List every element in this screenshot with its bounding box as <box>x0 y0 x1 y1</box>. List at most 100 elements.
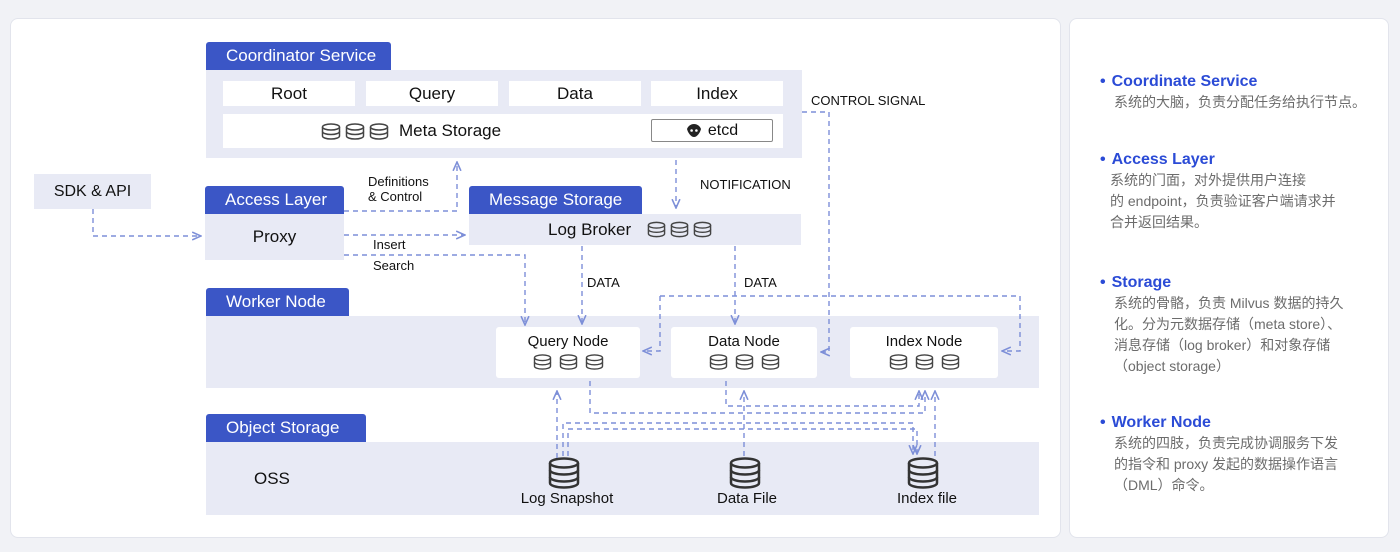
etcd-box: etcd <box>651 119 773 142</box>
database-icon <box>761 354 779 370</box>
legend-desc-line: 系统的大脑，负责分配任务给执行节点。 <box>1114 94 1366 110</box>
index-to-query-node-arrow <box>643 296 661 351</box>
message-storage-tab: Message Storage <box>469 186 642 214</box>
legend-desc-line: 系统的门面，对外提供用户连接 <box>1110 172 1306 188</box>
control-signal-label: CONTROL SIGNAL <box>811 93 926 108</box>
log-broker-box: Log Broker <box>469 214 801 245</box>
database-icon <box>693 221 712 238</box>
definitions-text: Definitions <box>368 174 429 189</box>
database-icon <box>889 354 907 370</box>
legend-title: •Worker Node <box>1100 414 1211 431</box>
coordinator-service-tab: Coordinator Service <box>206 42 391 70</box>
legend-title: •Storage <box>1100 274 1172 291</box>
data-label-left: DATA <box>587 275 620 290</box>
object-storage-title: Object Storage <box>226 418 340 437</box>
etcd-icon <box>686 124 701 137</box>
index-file-database-icon <box>907 457 939 494</box>
index-to-index-node-arrow <box>660 295 1021 351</box>
legend-title-text: Worker Node <box>1111 414 1211 431</box>
meta-storage-label: Meta Storage <box>399 121 502 140</box>
query-to-index-arrow <box>589 381 925 414</box>
database-icon <box>709 354 727 370</box>
data-file-label: Data File <box>716 490 778 507</box>
legend-title: •Access Layer <box>1100 151 1215 168</box>
legend-desc-line: 的指令和 proxy 发起的数据操作语言 <box>1114 456 1339 472</box>
search-label: Search <box>373 258 415 273</box>
query-node: Query Node <box>496 327 640 378</box>
database-icon <box>321 122 341 140</box>
definitions-control-label: Definitions & Control <box>368 174 429 204</box>
legend-title-text: Storage <box>1111 274 1172 291</box>
data-node-to-index-node-arrow <box>725 381 919 407</box>
database-icon-group <box>647 221 712 238</box>
data-coordinator: Data <box>509 81 641 106</box>
database-icon-group <box>533 354 604 370</box>
legend-storage: •Storage 系统的骨骼，负责 Milvus 数据的持久 化。分为元数据存储… <box>1100 273 1380 377</box>
legend-panel <box>1069 18 1389 538</box>
snapshot-to-index-arrow-2 <box>567 428 917 456</box>
legend-desc-line: 消息存储（log broker）和对象存储 <box>1114 337 1331 353</box>
sdk-api-label: SDK & API <box>53 182 132 200</box>
access-layer-title: Access Layer <box>225 190 328 209</box>
database-icon <box>735 354 753 370</box>
data-node: Data Node <box>671 327 817 378</box>
legend-desc-line: 系统的骨骼，负责 Milvus 数据的持久 <box>1114 295 1344 311</box>
root-coordinator: Root <box>223 81 355 106</box>
legend-desc-line: 化。分为元数据存储（meta store）、 <box>1114 316 1342 332</box>
legend-access-layer: •Access Layer 系统的门面，对外提供用户连接 的 endpoint，… <box>1100 150 1380 233</box>
query-coordinator: Query <box>366 81 498 106</box>
sdk-api-box: SDK & API <box>34 174 151 209</box>
legend-desc-line: （object storage） <box>1114 358 1230 374</box>
legend-title-text: Access Layer <box>1111 151 1215 168</box>
database-icon <box>647 221 666 238</box>
database-icon <box>559 354 577 370</box>
query-label: Query <box>408 83 456 103</box>
data-label-right: DATA <box>744 275 777 290</box>
search-arrow <box>344 254 525 325</box>
database-icon <box>369 122 389 140</box>
index-coordinator: Index <box>651 81 783 106</box>
database-icon <box>941 354 959 370</box>
root-label: Root <box>271 83 307 103</box>
legend-desc-line: 系统的四肢，负责完成协调服务下发 <box>1114 435 1338 451</box>
definitions-control-arrow <box>344 162 457 212</box>
index-node-label: Index Node <box>885 333 963 350</box>
legend-coordinate-service: •Coordinate Service 系统的大脑，负责分配任务给执行节点。 <box>1100 72 1380 113</box>
data-file-database-icon <box>729 457 761 494</box>
sdk-to-proxy-arrow <box>92 209 201 236</box>
database-icon <box>915 354 933 370</box>
legend-desc-line: 合并返回结果。 <box>1110 214 1208 230</box>
oss-label: OSS <box>254 469 290 488</box>
log-snapshot-database-icon <box>548 457 580 494</box>
legend-desc-line: 的 endpoint，负责验证客户端请求并 <box>1110 193 1336 209</box>
legend-desc-line: （DML）命令。 <box>1114 477 1214 493</box>
database-icon <box>670 221 689 238</box>
legend-title: •Coordinate Service <box>1100 73 1258 90</box>
control-signal-arrow <box>802 111 829 352</box>
object-storage-band <box>206 442 1039 515</box>
database-icon <box>345 122 365 140</box>
index-label: Index <box>696 83 738 103</box>
database-icon <box>585 354 603 370</box>
message-storage-title: Message Storage <box>489 190 623 209</box>
control-text: & Control <box>368 189 423 204</box>
database-icon <box>533 354 551 370</box>
etcd-label: etcd <box>707 121 739 139</box>
database-icon-group <box>889 354 960 370</box>
snapshot-to-index-arrow <box>562 422 913 456</box>
access-layer-tab: Access Layer <box>205 186 344 214</box>
legend-worker-node: •Worker Node 系统的四肢，负责完成协调服务下发 的指令和 proxy… <box>1100 413 1380 496</box>
index-node: Index Node <box>850 327 998 378</box>
object-storage-tab: Object Storage <box>206 414 366 442</box>
log-broker-label: Log Broker <box>548 219 632 239</box>
worker-node-title: Worker Node <box>226 292 326 311</box>
notification-label: NOTIFICATION <box>700 177 791 192</box>
data-node-label: Data Node <box>708 333 780 350</box>
proxy-label: Proxy <box>252 227 297 246</box>
worker-node-tab: Worker Node <box>206 288 349 316</box>
log-snapshot-label: Log Snapshot <box>520 490 614 507</box>
query-node-label: Query Node <box>527 333 609 350</box>
insert-label: Insert <box>373 237 406 252</box>
legend-title-text: Coordinate Service <box>1111 73 1258 90</box>
